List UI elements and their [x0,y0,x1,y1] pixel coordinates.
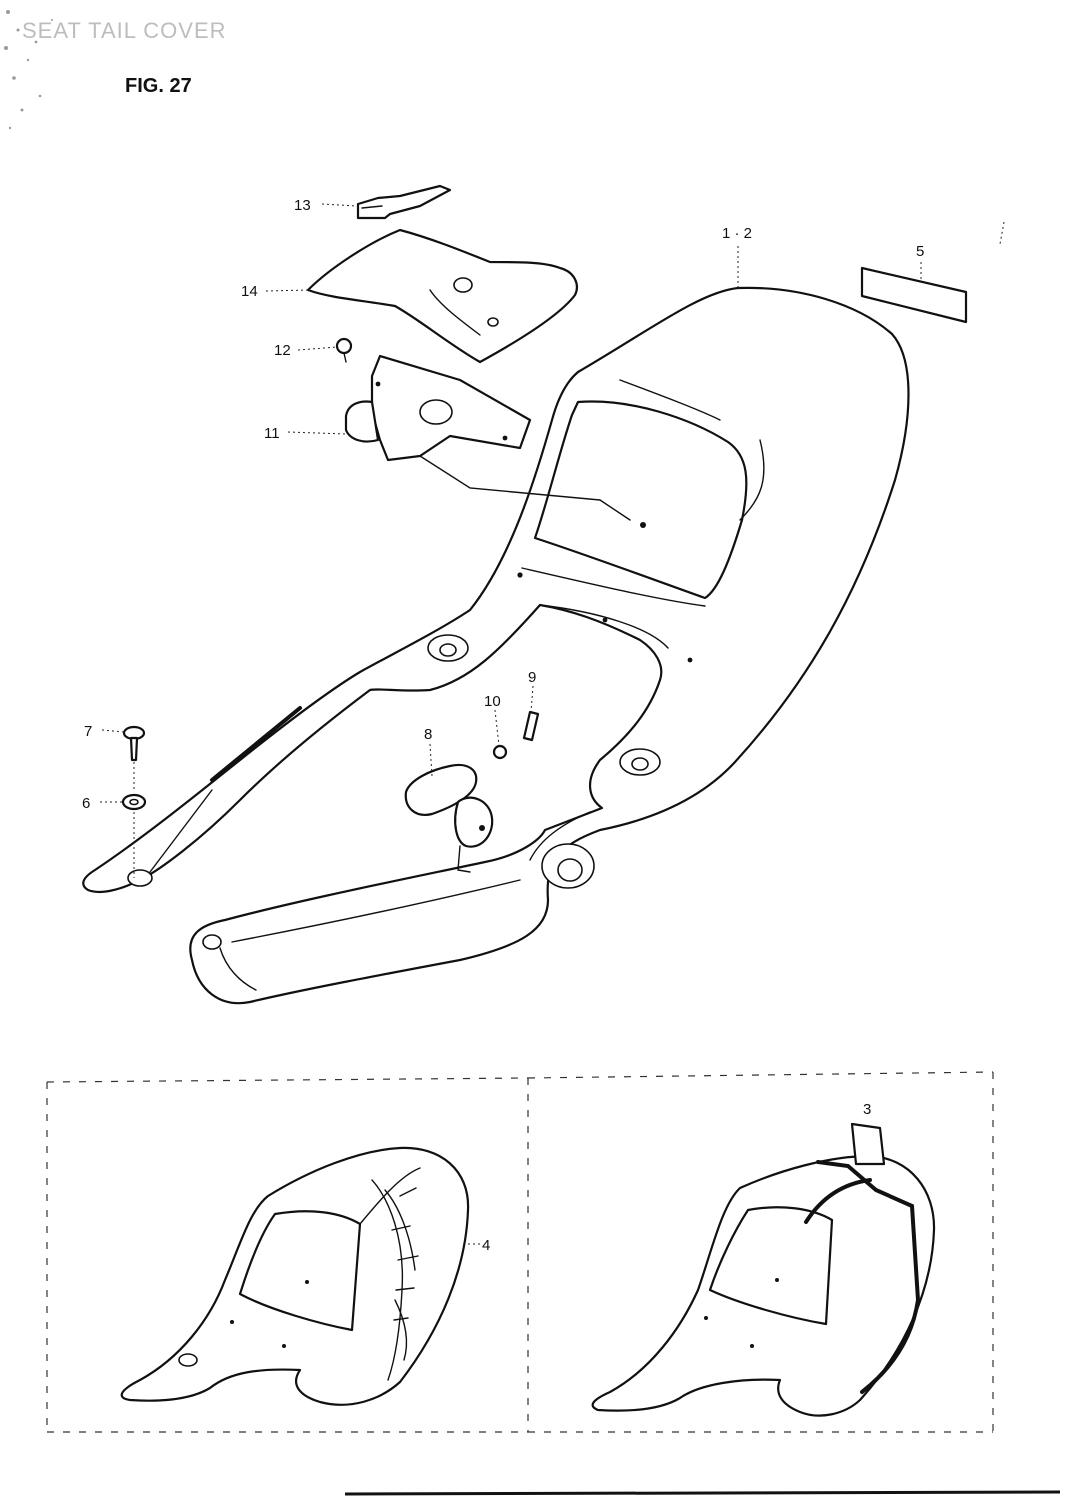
inset-right-cover: 3 [591,1101,936,1417]
inset-left-cover: 4 [120,1146,490,1406]
screw-9 [522,710,540,742]
callout-14: 14 [241,283,258,300]
inset-frames [46,1071,994,1433]
page-bottom-border [344,1490,1061,1496]
small-bracket [356,184,452,220]
callout-3: 3 [863,1101,871,1118]
callout-4: 4 [482,1237,490,1254]
page-header: SEAT TAIL COVER [22,18,227,43]
seat-lock [404,763,494,873]
nut-10 [492,744,508,760]
callout-8: 8 [424,726,432,743]
washer-6 [121,793,147,811]
bolt-7 [122,725,146,762]
callout-1-2: 1 · 2 [722,225,752,242]
callout-13: 13 [294,197,311,214]
scan-noise [4,10,53,130]
seat-tail-cover [82,286,910,1005]
seat-lock-bracket [344,354,631,521]
decal-emblem [860,266,968,324]
callouts: 13 14 12 11 1 · 2 5 7 6 8 10 9 [82,197,924,812]
callout-10: 10 [484,693,501,710]
callout-9: 9 [528,669,536,686]
bolt-12 [335,337,353,363]
callout-12: 12 [274,342,291,359]
callout-7: 7 [84,723,92,740]
tray-cover [306,228,578,364]
leader-lines [100,203,1005,878]
callout-6: 6 [82,795,90,812]
figure-label: FIG. 27 [125,75,192,97]
callout-5: 5 [916,243,924,260]
callout-11: 11 [264,425,280,442]
